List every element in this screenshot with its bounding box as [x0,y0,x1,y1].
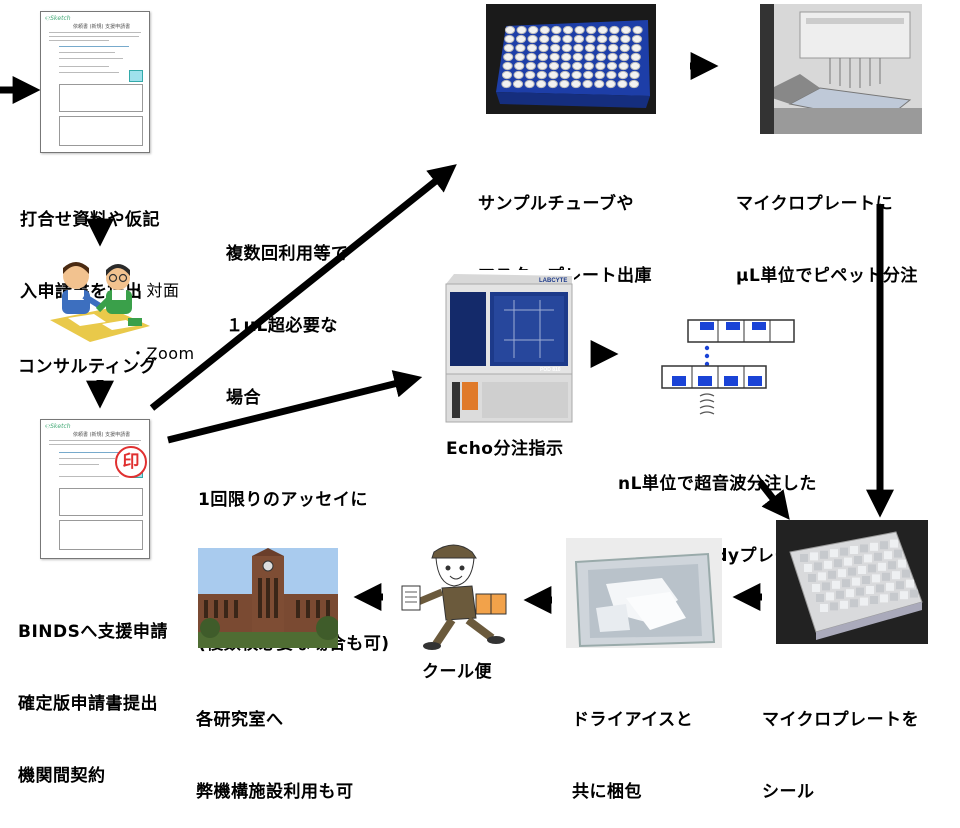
meeting-modes: ・対面 ・Zoom [130,281,195,363]
step-to-labs: 各研究室へ 弊機構施設利用も可 [196,710,354,802]
step-dry-ice: ドライアイスと 共に梱包 [572,710,694,802]
step-cool-delivery: クール便 [422,662,492,682]
arrow-nl-to-seal [757,479,790,520]
step-consulting: コンサルティング [18,357,157,377]
delivery-person-illustration [401,544,507,650]
final-form-thumbnail: ℮Sketch 依頼書 (新規) 支援申請書 印 [40,419,150,559]
acoustic-dispense-illustration [661,319,795,415]
step-seal-plate: マイクロプレートを シール [762,710,920,802]
stamp-seal: 印 [115,446,147,478]
arrow-form-to-tubes [149,164,457,411]
stamp-text: 印 [122,452,140,472]
echo-instrument-photo: LABCYTE POD 810 [444,270,574,426]
university-building-photo [198,548,338,648]
form-header-text: 依頼書 (新規) 支援申請書 [73,24,131,30]
step-echo: Echo分注指示 [446,439,564,459]
pipetting-robot-photo [760,4,922,134]
sealed-microplate-photo [776,520,928,644]
arrow-form-to-echo [167,370,423,444]
step-pipette: マイクロプレートに μL単位でピペット分注 [736,194,918,286]
step-binds-apply: BINDSへ支援申請 確定版申請書提出 機関間契約 [18,622,168,786]
branch-over-1ul: 複数回利用等で １μL超必要な 場合 [226,244,349,408]
dry-ice-box-photo [566,538,722,648]
draft-form-thumbnail: ℮Sketch 依頼書 (新規) 支援申請書 [40,11,150,153]
instrument-model: POD 810 [540,367,561,373]
sample-tube-rack-photo [486,4,656,114]
consulting-illustration [50,262,150,342]
flow-arrows [0,52,894,614]
instrument-brand: LABCYTE [539,278,567,284]
